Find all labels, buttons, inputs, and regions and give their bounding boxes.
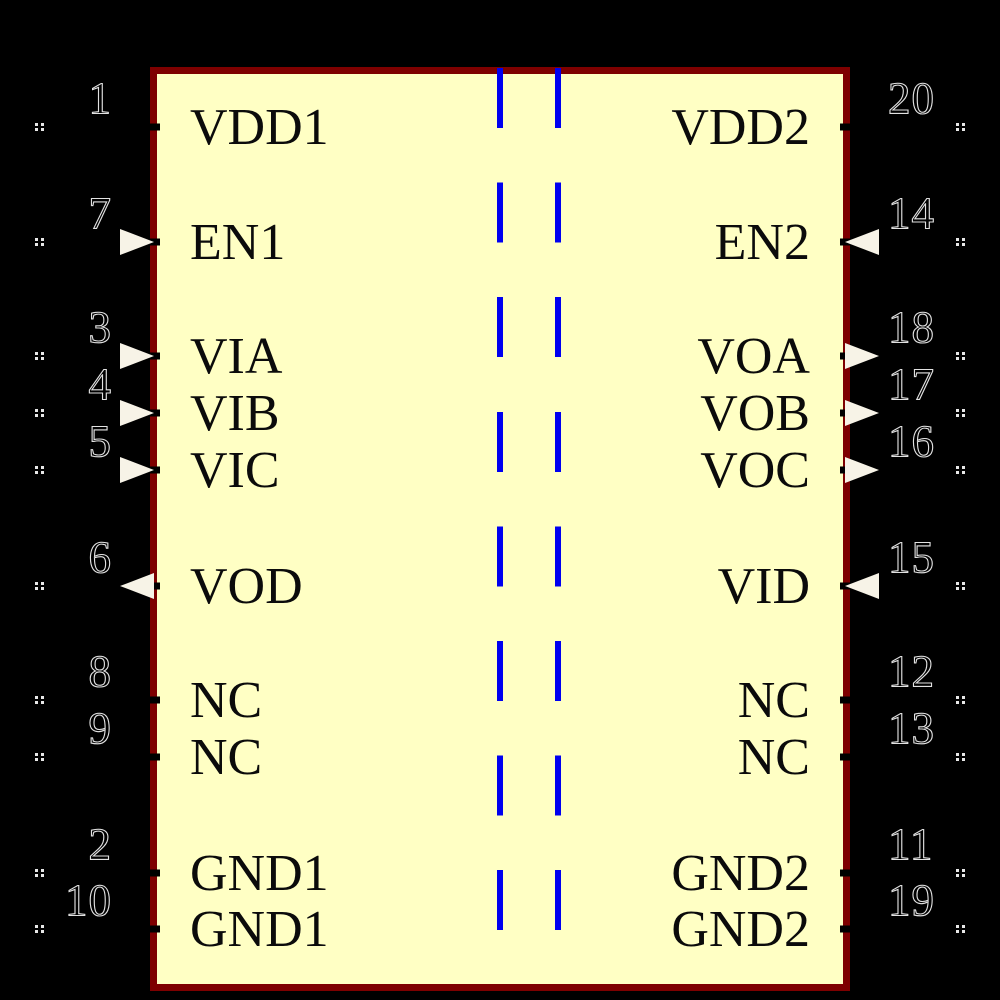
pin-label: NC [737, 672, 810, 729]
pin-number: 15 [887, 532, 935, 583]
pin-end-marker [35, 869, 44, 877]
input-arrow-icon [120, 457, 154, 483]
pin-stub [144, 925, 160, 933]
pin-end-marker [35, 409, 44, 417]
output-arrow-icon [845, 457, 879, 483]
pin-end-marker [35, 466, 44, 474]
pin-stub [144, 753, 160, 761]
pin-stub [840, 925, 856, 933]
pin-label: GND2 [671, 845, 810, 902]
pin-number: 14 [887, 188, 935, 239]
pin-label: NC [190, 672, 263, 729]
pin-label: VIC [190, 442, 280, 499]
pin-stub [144, 696, 160, 704]
pin-label: EN2 [714, 214, 810, 271]
pin-stub [840, 123, 856, 131]
pin-end-marker [956, 123, 965, 131]
pin-end-marker [956, 869, 965, 877]
pin-number: 12 [887, 646, 935, 697]
pin-number: 7 [88, 188, 112, 239]
pin-stub [840, 869, 856, 877]
pin-label: VOB [700, 385, 810, 442]
isolation-barrier-dashed-line-right [555, 68, 561, 930]
pin-label: VOC [700, 442, 810, 499]
pin-stub [840, 753, 856, 761]
pin-end-marker [35, 582, 44, 590]
pin-stub [144, 123, 160, 131]
pin-label: VDD2 [671, 99, 810, 156]
output-arrow-icon [845, 343, 879, 369]
pin-label: VIB [190, 385, 280, 442]
pin-number: 5 [88, 416, 112, 467]
input-arrow-icon [845, 573, 879, 599]
pin-end-marker [35, 696, 44, 704]
pin-number: 9 [88, 703, 112, 754]
pin-end-marker [35, 238, 44, 246]
isolation-barrier-dashed-line-left [497, 68, 503, 930]
pin-label: VID [717, 558, 810, 615]
pin-end-marker [35, 753, 44, 761]
output-arrow-icon [845, 400, 879, 426]
pin-end-marker [956, 696, 965, 704]
pin-label: GND1 [190, 845, 329, 902]
pin-label: GND1 [190, 901, 329, 958]
pin-label: VIA [190, 328, 283, 385]
pin-end-marker [956, 238, 965, 246]
input-arrow-icon [120, 229, 154, 255]
pin-number: 6 [88, 532, 112, 583]
pin-number: 4 [88, 359, 112, 410]
pin-number: 10 [64, 875, 112, 926]
output-arrow-icon [120, 573, 154, 599]
pin-end-marker [956, 925, 965, 933]
pin-label: EN1 [190, 214, 286, 271]
pin-number: 16 [887, 416, 935, 467]
pin-label: VOA [697, 328, 810, 385]
pin-number: 8 [88, 646, 112, 697]
input-arrow-icon [120, 400, 154, 426]
pin-number: 3 [88, 302, 112, 353]
pin-label: NC [190, 729, 263, 786]
input-arrow-icon [845, 229, 879, 255]
pin-number: 1 [88, 73, 112, 124]
pin-end-marker [956, 753, 965, 761]
pin-stub [144, 869, 160, 877]
input-arrow-icon [120, 343, 154, 369]
pin-number: 2 [88, 819, 112, 870]
pin-number: 19 [887, 875, 935, 926]
pin-end-marker [956, 352, 965, 360]
pin-end-marker [956, 466, 965, 474]
pin-end-marker [35, 925, 44, 933]
pin-stub [840, 696, 856, 704]
pin-number: 11 [887, 819, 934, 870]
pin-label: VDD1 [190, 99, 329, 156]
pin-end-marker [35, 123, 44, 131]
pin-number: 20 [887, 73, 935, 124]
pin-number: 17 [887, 359, 935, 410]
pin-end-marker [956, 409, 965, 417]
pin-number: 13 [887, 703, 935, 754]
pin-label: GND2 [671, 901, 810, 958]
pin-label: NC [737, 729, 810, 786]
pin-end-marker [956, 582, 965, 590]
pin-label: VOD [190, 558, 303, 615]
pin-number: 18 [887, 302, 935, 353]
pin-end-marker [35, 352, 44, 360]
